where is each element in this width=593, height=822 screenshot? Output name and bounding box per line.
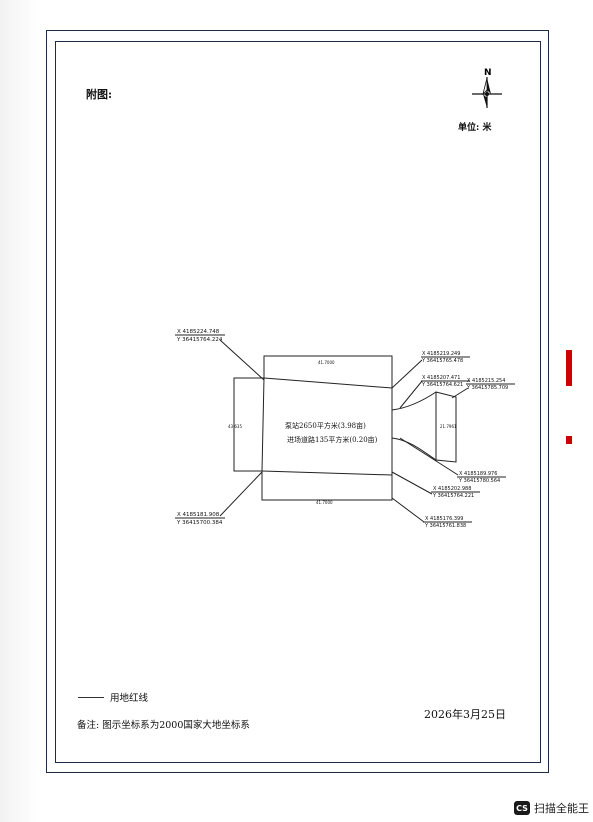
coord-5-x: X 4185189.976 [459,471,497,477]
dim-right: 21.7961 [440,424,457,429]
parcel-inner-top [263,377,393,389]
unit-label: 单位: 米 [458,123,492,133]
parcel-inner-bottom [261,470,393,476]
coord-3-x: X 4185207.471 [422,375,460,381]
coord-8-x: X 4185181.908 [177,512,220,518]
coordinate-note: 备注: 图示坐标系为2000国家大地坐标系 [77,720,250,731]
dim-left: 43.635 [228,424,242,429]
access-road [391,391,437,411]
watermark-text: 扫描全能王 [534,802,589,815]
coord-8-y: Y 36415700.384 [176,520,223,526]
access-road-lower [391,437,437,461]
leader-line-2 [391,359,423,389]
coord-4-y: Y 36415785.709 [466,385,508,391]
scanner-watermark: CS 扫描全能王 [514,800,589,816]
coord-3-y: Y 36415764.621 [421,382,463,388]
leader-line-7 [391,497,425,523]
document-date: 2026年3月25日 [424,708,506,721]
coord-2-x: X 4185219.249 [422,351,460,357]
scan-red-mark [566,350,572,386]
camscanner-logo-icon: CS [514,801,530,815]
north-arrow-icon: N [472,68,502,108]
scan-edge-shadow [0,0,40,822]
leader-line-6 [391,471,433,495]
coord-4-x: X 4185215.254 [467,378,505,384]
leader-line-8 [219,471,263,517]
coord-5-y: Y 36415780.564 [458,478,500,484]
outer-frame [46,30,549,773]
coord-6-y: Y 36415764.221 [432,493,474,499]
dim-top: 41.7000 [318,360,335,365]
dim-bottom: 41.7000 [316,500,333,505]
coord-1-x: X 4185224.748 [177,329,220,335]
coord-2-y: Y 36415765.478 [421,358,463,364]
inner-frame [55,41,541,763]
coord-7-y: Y 36415761.838 [424,523,466,529]
scan-red-mark-small [566,436,572,444]
coord-1-y: Y 36415764.224 [176,337,223,343]
area-label-pump: 泵站2650平方米(3.98亩) [285,421,366,430]
parcel-inner-left [261,377,265,472]
leader-line-3 [399,380,423,409]
road-end-parcel [435,391,457,463]
leader-line-4 [451,387,469,399]
coord-7-x: X 4185176.399 [425,516,463,522]
legend-label: 用地红线 [110,693,149,704]
north-label: N [484,68,492,78]
legend: 用地红线 [78,690,148,704]
leader-line-1 [219,339,265,381]
leader-line-5 [399,437,459,476]
coord-6-x: X 4185202.988 [433,486,471,492]
legend-line-swatch [78,696,104,698]
page-title: 附图: [86,88,113,101]
area-label-road: 进场道路135平方米(0.20亩) [287,435,378,444]
